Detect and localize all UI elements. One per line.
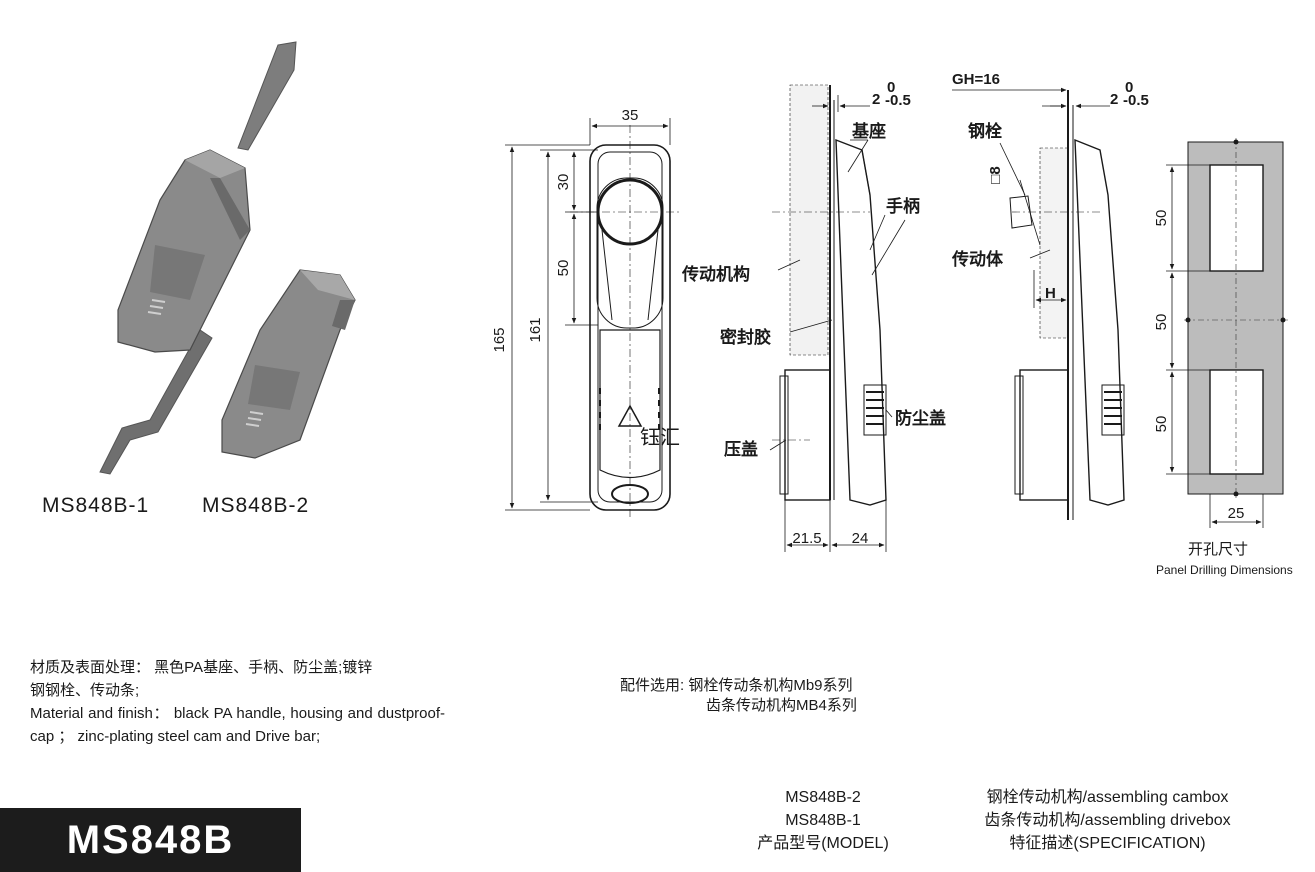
front-top-offset-dim: 30 <box>555 174 572 191</box>
model-row-2: MS848B-1 <box>785 812 861 829</box>
side-gap-upper: 0 <box>887 79 895 96</box>
section-gap-upper: 0 <box>1125 79 1133 96</box>
technical-drawing: 35 165 161 30 50 钰汇 <box>99 41 1288 552</box>
material-cn-line1: 材质及表面处理： 黑色PA基座、手柄、防尘盖;镀锌 <box>30 659 373 676</box>
panel-caption-en: Panel Drilling Dimensions <box>1156 563 1293 577</box>
accessory-line1: 配件选用: 钢栓传动条机构Mb9系列 <box>620 677 853 694</box>
model-label-2: MS848B-2 <box>202 494 310 517</box>
panel-cutout-bottom <box>1209 369 1264 475</box>
panel-drilling <box>1166 138 1288 528</box>
front-view <box>505 118 680 520</box>
side-dim-bottom-right: 24 <box>852 530 869 547</box>
section-gap-lower: -0.5 <box>1123 92 1149 109</box>
spec-header: 特征描述(SPECIFICATION) <box>1009 835 1206 852</box>
panel-dim-2: 50 <box>1153 314 1170 331</box>
section-gh-label: GH=16 <box>952 71 1000 88</box>
callout-base: 基座 <box>851 121 886 141</box>
panel-cutout-top <box>1209 164 1264 272</box>
material-cn-line2: 钢钢栓、传动条; <box>30 682 140 699</box>
section-square-label: □8 <box>987 166 1004 183</box>
side-view <box>769 84 906 552</box>
callout-pin: 钢栓 <box>968 121 1002 141</box>
front-handle-span-dim: 50 <box>555 260 572 277</box>
model-label-1: MS848B-1 <box>42 494 150 517</box>
callout-seal: 密封胶 <box>720 327 771 347</box>
section-gap-main: 2 <box>1110 91 1118 108</box>
spec-column: 钢栓传动机构/assembling cambox 齿条传动机构/assembli… <box>935 786 1280 855</box>
accessory-line2: 齿条传动机构MB4系列 <box>706 697 857 714</box>
model-column: MS848B-2 MS848B-1 产品型号(MODEL) <box>738 786 908 855</box>
callout-mechanism: 传动机构 <box>681 264 750 284</box>
side-gap-main: 2 <box>872 91 880 108</box>
panel-caption-cn: 开孔尺寸 <box>1188 541 1249 558</box>
callout-body: 传动体 <box>951 249 1004 269</box>
section-view <box>952 87 1125 520</box>
spec-row-1: 钢栓传动机构/assembling cambox <box>986 789 1229 806</box>
section-h-label: H <box>1045 285 1056 302</box>
material-description: 材质及表面处理： 黑色PA基座、手柄、防尘盖;镀锌 钢钢栓、传动条; Mater… <box>30 656 445 748</box>
front-height-inner-dim: 161 <box>527 317 544 342</box>
front-height-total-dim: 165 <box>491 327 508 352</box>
side-dim-bottom-left: 21.5 <box>792 530 821 547</box>
side-gap-lower: -0.5 <box>885 92 911 109</box>
model-row-1: MS848B-2 <box>785 789 861 806</box>
product-render-ms848b-2 <box>221 269 356 459</box>
callout-press-cover: 压盖 <box>724 439 758 459</box>
material-en-text: Material and finish： black PA handle, ho… <box>30 705 445 745</box>
front-watermark: 钰汇 <box>640 426 680 449</box>
front-width-dim: 35 <box>622 107 639 124</box>
product-render-ms848b-1 <box>99 41 297 475</box>
model-banner: MS848B <box>0 808 301 872</box>
panel-dim-1: 50 <box>1153 210 1170 227</box>
spec-row-2: 齿条传动机构/assembling drivebox <box>984 812 1231 829</box>
callout-handle: 手柄 <box>886 196 920 216</box>
accessory-info: 配件选用: 钢栓传动条机构Mb9系列 齿条传动机构MB4系列 <box>620 676 857 716</box>
model-header: 产品型号(MODEL) <box>757 835 889 852</box>
callout-dust-cover: 防尘盖 <box>895 408 946 428</box>
panel-width-label: 25 <box>1228 505 1245 522</box>
panel-dim-3: 50 <box>1153 416 1170 433</box>
